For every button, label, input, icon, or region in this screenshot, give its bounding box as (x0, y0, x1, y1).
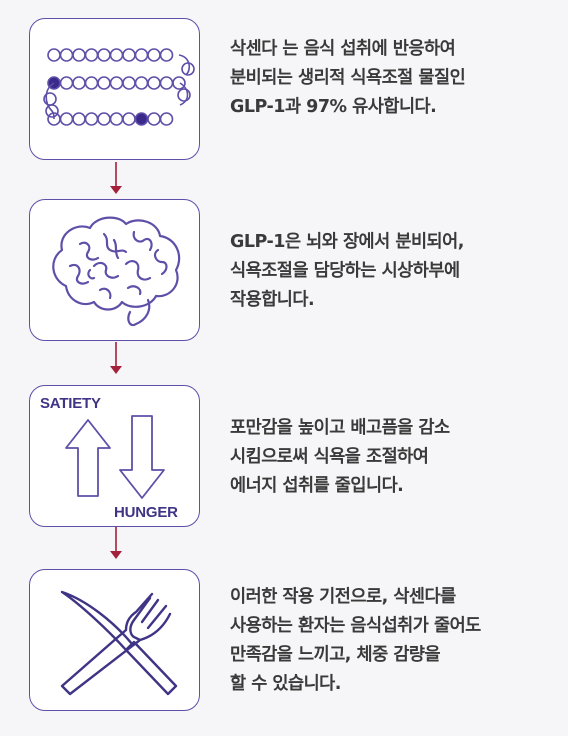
chain-bead (72, 112, 86, 126)
chain-link (179, 82, 189, 106)
chain-bead (97, 76, 111, 90)
step-2-line-2: 식욕조절을 담당하는 시상하부에 (230, 261, 460, 281)
chain-bead (134, 48, 149, 62)
chain-bead (109, 112, 124, 126)
step-3-line-3: 에너지 섭취를 줄입니다. (230, 476, 404, 496)
step-2-icon-box (29, 199, 200, 341)
peptide-chain-icon (43, 48, 195, 126)
chain-bead (84, 48, 99, 62)
chain-bead (109, 76, 124, 90)
step-4-text: 이러한 작용 기전으로, 삭센다를 사용하는 환자는 음식섭취가 줄어도 만족감… (230, 583, 560, 699)
chain-bead (72, 76, 86, 90)
chain-bead (59, 112, 74, 126)
chain-bead (72, 48, 86, 62)
fork-knife-icon (60, 590, 178, 696)
chain-bead (84, 76, 99, 90)
chain-bead (134, 76, 149, 90)
chain-bead (109, 48, 124, 62)
step-1-icon-box (29, 18, 200, 160)
chain-bead (122, 112, 136, 126)
hunger-label: HUNGER (114, 504, 178, 521)
step-1-text: 삭센다 는 음식 섭취에 반응하여 분비되는 생리적 식욕조절 물질인 GLP-… (230, 35, 560, 122)
chain-bead (59, 48, 74, 62)
chain-bead (147, 48, 161, 62)
step-2-text: GLP-1은 뇌와 장에서 분비되어, 식욕조절을 담당하는 시상하부에 작용합… (230, 228, 560, 315)
chain-bead (122, 76, 136, 90)
chain-bead (172, 76, 186, 90)
chain-bead (147, 112, 161, 126)
satiety-hunger-arrows-icon (65, 415, 165, 499)
chain-bead (181, 62, 195, 76)
chain-bead (45, 104, 59, 118)
step-1-line-1: 삭센다 는 음식 섭취에 반응하여 (230, 39, 456, 59)
step-3-line-2: 시킴으로써 식욕을 조절하여 (230, 447, 429, 467)
chain-bead (177, 88, 191, 102)
step-1-line-2: 분비되는 생리적 식욕조절 물질인 (230, 68, 466, 88)
chain-bead (47, 48, 61, 62)
brain-icon (52, 216, 181, 327)
step-4-line-4: 할 수 있습니다. (230, 674, 341, 694)
step-4-line-2: 사용하는 환자는 음식섭취가 줄어도 (230, 616, 481, 636)
step-1-line-3: GLP-1과 97% 유사합니다. (230, 97, 437, 117)
step-3-line-1: 포만감을 높이고 배고픔을 감소 (230, 418, 450, 438)
step-2-line-1: GLP-1은 뇌와 장에서 분비되어, (230, 232, 464, 252)
chain-bead (84, 112, 99, 126)
chain-bead (134, 112, 149, 126)
step-3-icon-box: SATIETY HUNGER (29, 385, 200, 527)
satiety-label: SATIETY (40, 395, 101, 412)
chain-bead (147, 76, 161, 90)
down-arrow-icon (110, 162, 122, 194)
step-4-icon-box (29, 569, 200, 711)
chain-bead (97, 112, 111, 126)
chain-bead (122, 48, 136, 62)
chain-bead (97, 48, 111, 62)
chain-bead (159, 48, 174, 62)
step-4-line-1: 이러한 작용 기전으로, 삭센다를 (230, 587, 456, 607)
step-3-text: 포만감을 높이고 배고픔을 감소 시킴으로써 식욕을 조절하여 에너지 섭취를 … (230, 414, 560, 501)
down-arrow-icon (110, 527, 122, 559)
step-2-line-3: 작용합니다. (230, 290, 315, 310)
down-arrow-icon (110, 342, 122, 374)
chain-bead (159, 76, 174, 90)
chain-bead (59, 76, 74, 90)
step-4-line-3: 만족감을 느끼고, 체중 감량을 (230, 645, 441, 665)
chain-bead (159, 112, 174, 126)
